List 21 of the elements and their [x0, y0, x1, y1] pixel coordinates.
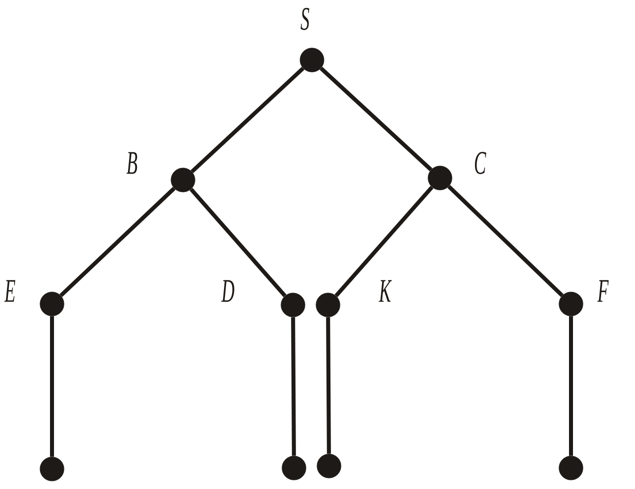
line — [291, 317, 296, 456]
line — [190, 188, 286, 298]
node-label: C — [474, 152, 486, 174]
dot — [558, 456, 584, 480]
line — [334, 186, 434, 298]
node-label: K — [378, 280, 392, 302]
node-label: E — [4, 280, 16, 302]
line — [50, 316, 54, 457]
dot — [282, 456, 306, 480]
dot — [316, 454, 342, 478]
line — [320, 66, 432, 172]
line — [447, 185, 564, 297]
node-label: F — [597, 280, 609, 302]
line — [190, 66, 304, 174]
line — [60, 186, 176, 298]
node-label: S — [300, 8, 310, 30]
line — [326, 317, 331, 454]
dot — [40, 456, 64, 482]
line — [569, 316, 573, 456]
node-label: D — [221, 280, 234, 302]
node-label: B — [126, 152, 138, 174]
